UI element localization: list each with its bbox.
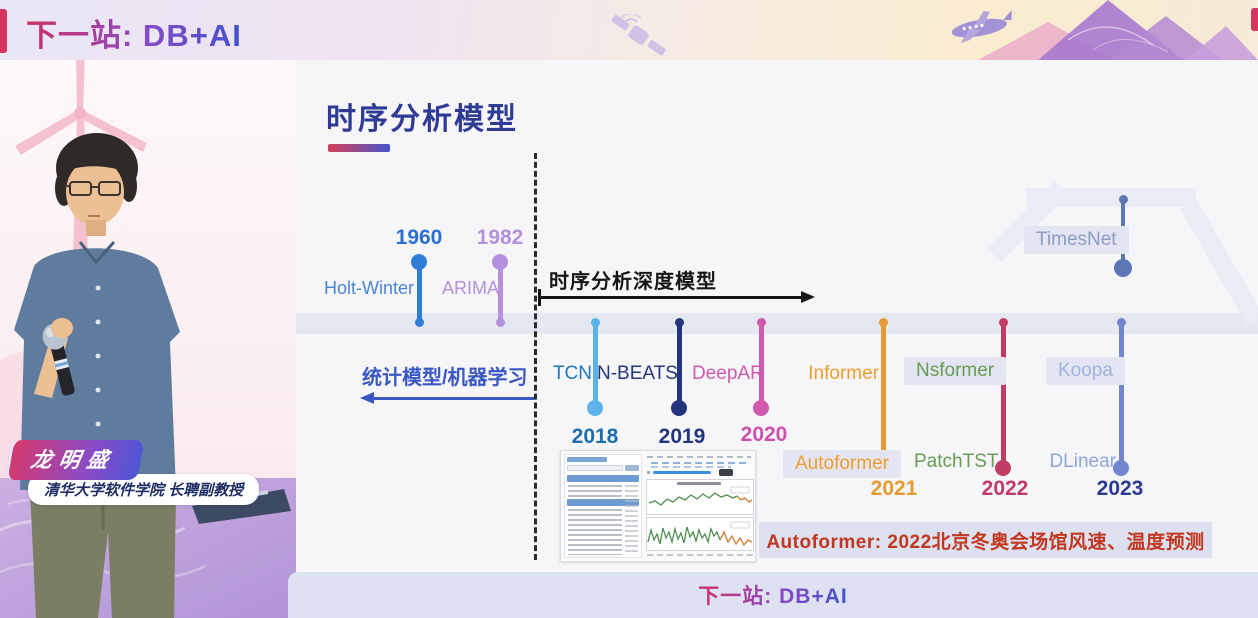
model-label-timesnet: TimesNet bbox=[1024, 226, 1129, 254]
stat-era-arrow bbox=[374, 397, 534, 400]
model-label-nbeats: N-BEATS bbox=[597, 363, 678, 384]
stem-koopa bbox=[1118, 322, 1124, 468]
dot-deepar bbox=[753, 400, 769, 416]
dot-dlinear bbox=[1113, 460, 1129, 476]
branch-diagonal-right bbox=[1180, 199, 1258, 326]
year-label-1960: 1960 bbox=[395, 226, 443, 249]
deep-era-arrow-head bbox=[801, 291, 815, 303]
era-divider-dashed-line bbox=[534, 153, 537, 560]
model-label-koopa: Koopa bbox=[1046, 357, 1125, 385]
presenter-figure bbox=[14, 133, 180, 618]
deep-era-arrow-tick bbox=[538, 289, 541, 306]
model-label-nsformer: Nsformer bbox=[904, 357, 1007, 385]
model-label-informer: Informer bbox=[808, 363, 879, 384]
event-title: 下一站: DB+AI bbox=[26, 10, 242, 55]
timeline-band bbox=[296, 313, 1258, 334]
model-label-holt-winter: Holt-Winter bbox=[323, 278, 414, 298]
model-label-tcn: TCN bbox=[552, 363, 592, 384]
stat-era-label: 统计模型/机器学习 bbox=[362, 367, 528, 389]
stem-informer bbox=[880, 322, 886, 468]
footer-strip: 下一站: DB+AI bbox=[288, 572, 1258, 618]
dot-nbeats bbox=[671, 400, 687, 416]
band-dot-arima bbox=[495, 317, 505, 327]
year-label-2019: 2019 bbox=[658, 425, 706, 448]
deep-era-arrow bbox=[539, 296, 802, 299]
slide-canvas: 时序分析模型 时序分析深度模型 统计模型/机器学习 1960 Holt-Wint… bbox=[296, 60, 1258, 572]
left-accent-bar bbox=[0, 9, 7, 53]
dot-patchtst bbox=[995, 460, 1011, 476]
year-label-2021: 2021 bbox=[870, 477, 918, 500]
right-accent-bar bbox=[1251, 8, 1258, 31]
year-label-1982: 1982 bbox=[476, 226, 524, 249]
band-dot-holt-winter bbox=[414, 317, 424, 327]
stem-arima bbox=[497, 262, 503, 324]
app-screenshot-sidebar bbox=[564, 454, 642, 558]
presenter-name-badge: 龙明盛 bbox=[4, 440, 145, 480]
year-label-2022: 2022 bbox=[981, 477, 1029, 500]
satellite-icon bbox=[611, 14, 666, 56]
stem-tcn bbox=[592, 322, 598, 408]
model-label-arima: ARIMA bbox=[442, 278, 500, 298]
stem-holt-winter bbox=[416, 262, 422, 324]
dot-tcn bbox=[587, 400, 603, 416]
footer-title: 下一站: DB+AI bbox=[698, 580, 847, 610]
dot-arima bbox=[492, 254, 508, 270]
stem-nsformer bbox=[1000, 322, 1006, 468]
mountain-art bbox=[978, 0, 1258, 60]
dot-holt-winter bbox=[411, 254, 427, 270]
presenter-panel: 龙明盛 清华大学软件学院 长聘副教授 bbox=[0, 60, 296, 618]
application-banner: Autoformer: 2022北京冬奥会场馆风速、温度预测 bbox=[759, 522, 1212, 558]
presenter-photo bbox=[0, 60, 296, 618]
stem-nbeats bbox=[676, 322, 682, 408]
dot-timesnet bbox=[1114, 259, 1132, 277]
model-label-dlinear: DLinear bbox=[1049, 451, 1116, 472]
airplane-icon bbox=[951, 10, 1012, 44]
app-screenshot-chart-2 bbox=[646, 517, 754, 551]
year-label-2020: 2020 bbox=[740, 423, 788, 446]
model-label-deepar: DeepAR bbox=[692, 363, 764, 384]
model-label-autoformer: Autoformer bbox=[783, 450, 901, 478]
deep-era-label: 时序分析深度模型 bbox=[549, 271, 717, 293]
stem-deepar bbox=[758, 322, 764, 408]
year-label-2018: 2018 bbox=[571, 425, 619, 448]
app-screenshot-chart-1 bbox=[646, 479, 754, 515]
branch-band bbox=[1026, 188, 1196, 207]
app-screenshot-thumbnail bbox=[560, 450, 756, 562]
model-label-patchtst: PatchTST bbox=[914, 451, 999, 472]
slide-title: 时序分析模型 bbox=[326, 103, 518, 136]
stat-era-arrow-head bbox=[360, 392, 374, 404]
title-underline bbox=[328, 144, 390, 152]
year-label-2023: 2023 bbox=[1096, 477, 1144, 500]
top-banner: 下一站: DB+AI bbox=[0, 0, 1258, 60]
branch-dot-timesnet-top bbox=[1118, 195, 1128, 204]
